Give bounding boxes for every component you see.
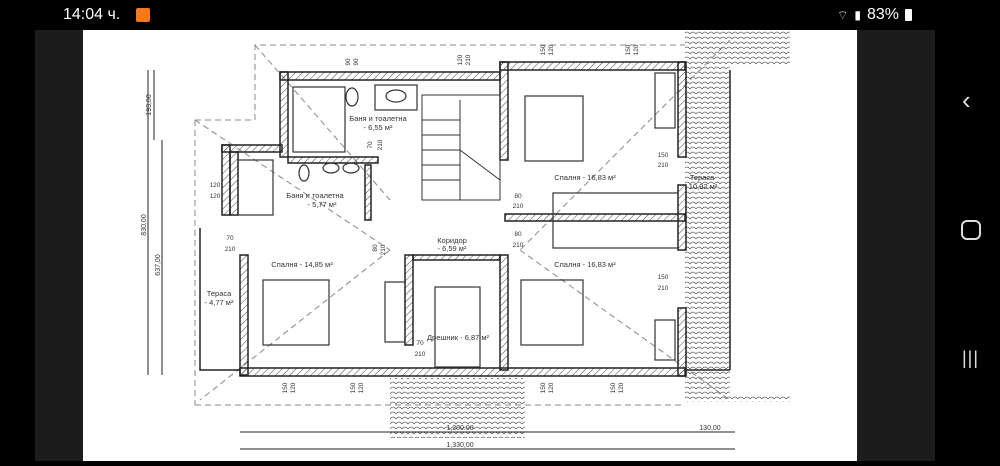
dimension: 637,00 [155,254,162,276]
room-area: - 4,77 м² [205,298,234,307]
opening-dimension: 90 [353,58,360,66]
floor-plan-image[interactable]: Баня и тоалетна - 6,55 м² Баня и тоалетн… [83,30,857,461]
opening-dimension: 120 [633,44,640,55]
opening-dimension: 150 [540,44,547,55]
opening-dimension: 210 [465,54,472,65]
roof-tiles-bottom [390,378,525,438]
opening-dimension: 210 [658,162,669,169]
opening-dimension: 120 [548,44,555,55]
opening-dimension: 80 [514,193,522,200]
signal-icon: ▮ [854,8,861,22]
opening-dimension: 120 [210,182,221,189]
opening-dimension: 120 [457,54,464,65]
room-name: Дрешник - 6,87 м² [427,333,490,342]
opening-dimension: 80 [514,231,522,238]
shower [237,159,274,216]
notification-app-icon [136,8,150,22]
shower [292,86,346,153]
bed [524,95,584,162]
clock: 14:04 ч. [63,6,121,23]
opening-dimension: 120 [358,382,365,393]
room-name: Баня и тоалетна [349,114,407,123]
bed [520,279,584,346]
recent-apps-icon[interactable]: ||| [962,348,980,368]
battery-level: 83% [866,6,899,23]
opening-dimension: 210 [377,139,384,150]
room-name: Спалня - 16,83 м² [554,173,616,182]
opening-dimension: 210 [513,242,524,249]
floor-plan-drawing: Баня и тоалетна - 6,55 м² Баня и тоалетн… [141,30,790,450]
home-icon[interactable] [961,220,981,240]
opening-dimension: 210 [380,244,387,255]
room-name: Баня и тоалетна [286,191,344,200]
opening-dimension: 120 [548,382,555,393]
room-area: - 6,59 м² [438,244,467,253]
room-area: - 5,77 м² [308,200,337,209]
dimension: 130,00 [699,425,721,432]
opening-dimension: 150 [350,382,357,393]
dimension: 1,330,00 [446,442,473,449]
room-name: Спалня - 14,85 м² [271,260,333,269]
opening-dimension: 120 [618,382,625,393]
bed [262,279,330,346]
opening-dimension: 120 [210,193,221,200]
opening-dimension: 210 [415,351,426,358]
room-name: Тераса [690,173,715,182]
room-area: - 6,55 м² [364,123,393,132]
dimension: 830,00 [141,214,148,236]
room-area: 10,92 м² [689,182,718,191]
dimension: 1,200.00 [446,425,473,432]
opening-dimension: 90 [345,58,352,66]
opening-dimension: 70 [226,235,234,242]
opening-dimension: 150 [658,274,669,281]
dimension-labels: 193,00 830,00 637,00 1,200.00 130,00 1,3… [141,94,721,449]
battery-icon [905,9,912,21]
status-bar: 14:04 ч. ⌔ ▮ 83% [0,0,1000,30]
opening-dimension: 210 [225,246,236,253]
opening-dimension: 210 [513,203,524,210]
dimension: 193,00 [146,94,153,116]
opening-dimension: 70 [367,141,374,149]
room-name: Тераса [207,289,232,298]
room-name: Коридор [437,236,467,245]
opening-dimension: 150 [625,44,632,55]
opening-dimension: 150 [658,152,669,159]
opening-dimension: 120 [290,382,297,393]
opening-dimension: 150 [540,382,547,393]
room-labels: Баня и тоалетна - 6,55 м² Баня и тоалетн… [205,114,718,342]
wifi-icon: ⌔ [837,7,849,22]
opening-dimension: 150 [610,382,617,393]
opening-dimension: 70 [416,340,424,347]
opening-dimension: 150 [282,382,289,393]
opening-dimension: 80 [372,244,379,252]
room-name: Спалня - 16,83 м² [554,260,616,269]
opening-dimension: 210 [658,285,669,292]
navigation-bar: ‹ ||| [940,30,1000,461]
back-icon[interactable]: ‹ [962,85,971,115]
